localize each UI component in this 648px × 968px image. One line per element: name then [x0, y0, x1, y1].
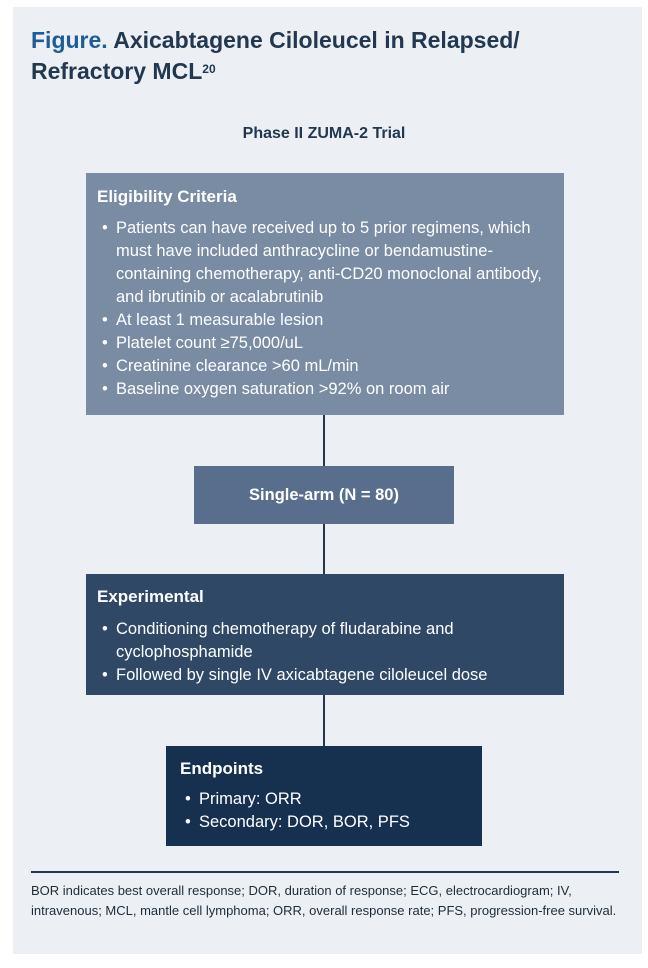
single-arm-label: Single-arm (N = 80) [249, 485, 399, 504]
endpoints-list: Primary: ORR Secondary: DOR, BOR, PFS [180, 788, 472, 834]
experimental-heading: Experimental [97, 587, 204, 606]
experimental-box: Experimental Conditioning chemotherapy o… [86, 574, 564, 695]
eligibility-item: Creatinine clearance >60 mL/min [97, 355, 554, 378]
eligibility-list: Patients can have received up to 5 prior… [97, 217, 554, 401]
eligibility-heading: Eligibility Criteria [97, 187, 237, 206]
eligibility-criteria-box: Eligibility Criteria Patients can have r… [86, 173, 564, 415]
reference-superscript: 20 [202, 62, 216, 76]
experimental-item: Conditioning chemotherapy of fludarabine… [97, 618, 554, 664]
figure-title-text: Axicabtagene Ciloleucel in Relapsed/ Ref… [31, 27, 520, 84]
connector-line [323, 695, 325, 746]
connector-line [323, 524, 325, 574]
endpoints-heading: Endpoints [180, 759, 264, 778]
figure-label: Figure. [31, 27, 108, 53]
trial-subtitle: Phase II ZUMA-2 Trial [242, 125, 406, 142]
footnote-divider [31, 871, 619, 873]
eligibility-item: Platelet count ≥75,000/uL [97, 332, 554, 355]
connector-line [323, 415, 325, 466]
endpoints-item: Secondary: DOR, BOR, PFS [180, 811, 472, 834]
eligibility-item: At least 1 measurable lesion [97, 309, 554, 332]
experimental-list: Conditioning chemotherapy of fludarabine… [97, 618, 554, 687]
endpoints-box: Endpoints Primary: ORR Secondary: DOR, B… [166, 746, 482, 846]
experimental-item: Followed by single IV axicabtagene cilol… [97, 664, 554, 687]
eligibility-item: Patients can have received up to 5 prior… [97, 217, 554, 309]
figure-title: Figure. Axicabtagene Ciloleucel in Relap… [31, 25, 621, 87]
single-arm-box: Single-arm (N = 80) [194, 466, 454, 524]
abbreviations-footnote: BOR indicates best overall response; DOR… [31, 883, 617, 918]
eligibility-item: Baseline oxygen saturation >92% on room … [97, 378, 554, 401]
endpoints-item: Primary: ORR [180, 788, 472, 811]
